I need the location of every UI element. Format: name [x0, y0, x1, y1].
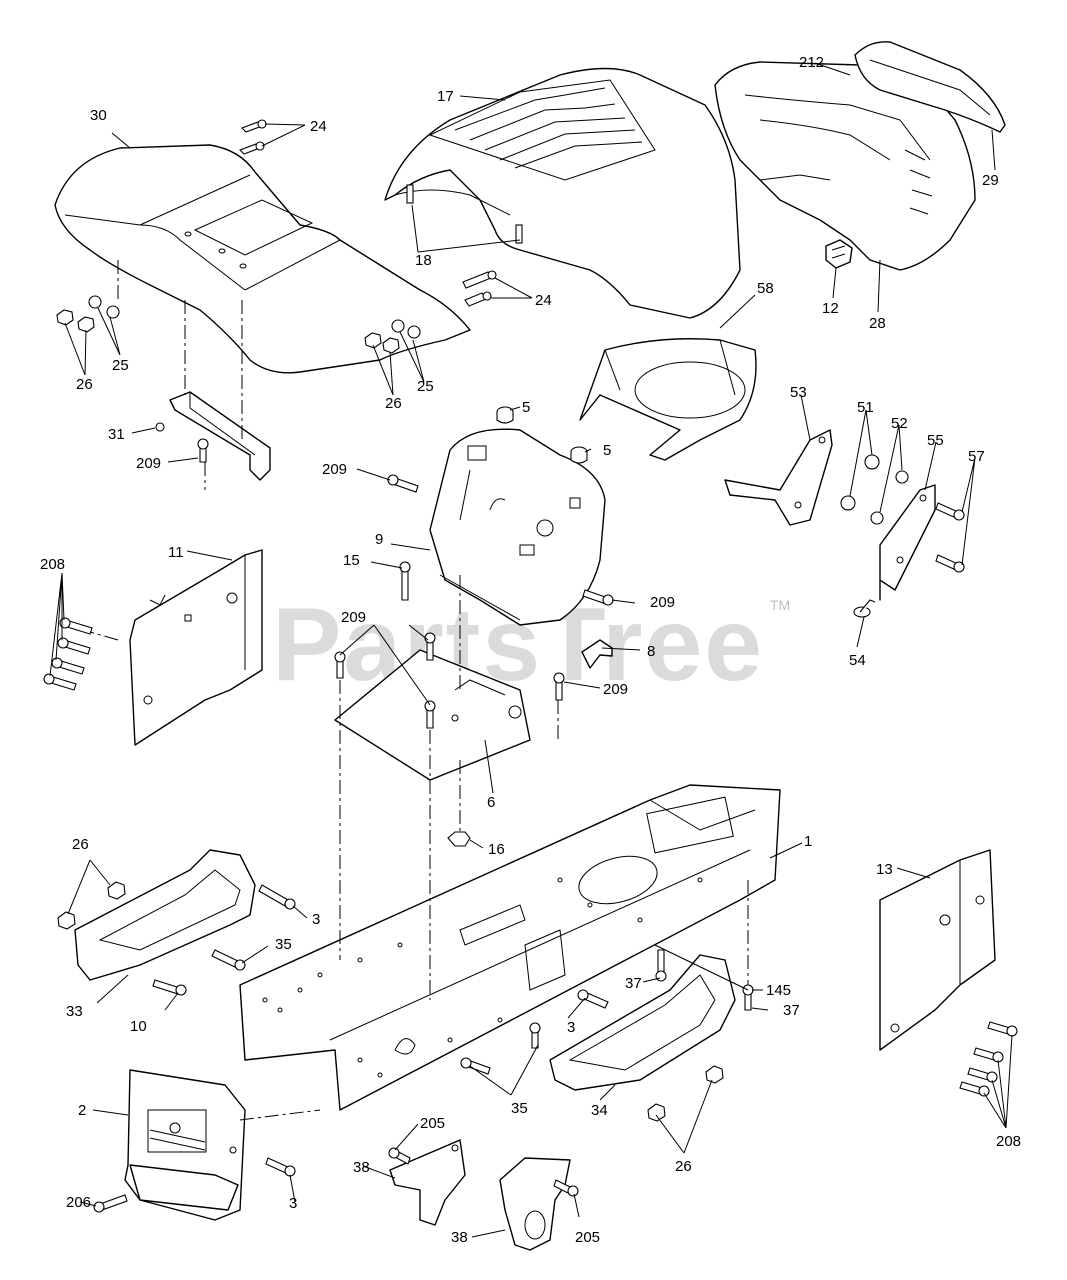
- callout-8[interactable]: 8: [647, 643, 655, 660]
- callout-29[interactable]: 29: [982, 172, 999, 189]
- part-55-plate[interactable]: [879, 484, 936, 601]
- callout-26[interactable]: 26: [76, 376, 93, 393]
- callout-208[interactable]: 208: [996, 1133, 1021, 1150]
- callout-209[interactable]: 209: [322, 461, 347, 478]
- assembly-lines: [89, 260, 749, 1121]
- callout-54[interactable]: 54: [849, 652, 866, 669]
- callout-38[interactable]: 38: [451, 1229, 468, 1246]
- callout-6[interactable]: 6: [487, 794, 495, 811]
- callout-31[interactable]: 31: [108, 426, 125, 443]
- part-38-bracket-b[interactable]: [499, 1157, 571, 1251]
- callout-208[interactable]: 208: [40, 556, 65, 573]
- part-53-bracket[interactable]: [724, 429, 833, 526]
- callout-35[interactable]: 35: [275, 936, 292, 953]
- part-30-fender[interactable]: [54, 144, 471, 374]
- part-12-clip[interactable]: [825, 239, 853, 269]
- callout-1[interactable]: 1: [804, 833, 812, 850]
- callout-3[interactable]: 3: [312, 911, 320, 928]
- callout-205[interactable]: 205: [575, 1229, 600, 1246]
- callout-2[interactable]: 2: [78, 1102, 86, 1119]
- part-9-dash-panel[interactable]: [429, 428, 606, 626]
- part-29-grille[interactable]: [714, 41, 1006, 271]
- frame-hole-pattern: [262, 877, 703, 1078]
- hardware-bolts: [43, 119, 1018, 1213]
- callout-26[interactable]: 26: [385, 395, 402, 412]
- callout-16[interactable]: 16: [488, 841, 505, 858]
- callout-3[interactable]: 3: [289, 1195, 297, 1212]
- callout-17[interactable]: 17: [437, 88, 454, 105]
- callout-25[interactable]: 25: [417, 378, 434, 395]
- callout-18[interactable]: 18: [415, 252, 432, 269]
- callout-10[interactable]: 10: [130, 1018, 147, 1035]
- callout-15[interactable]: 15: [343, 552, 360, 569]
- callout-26[interactable]: 26: [72, 836, 89, 853]
- callout-57[interactable]: 57: [968, 448, 985, 465]
- callout-9[interactable]: 9: [375, 531, 383, 548]
- callout-34[interactable]: 34: [591, 1102, 608, 1119]
- part-5-bushing-b[interactable]: [570, 446, 588, 464]
- callout-13[interactable]: 13: [876, 861, 893, 878]
- callout-5[interactable]: 5: [522, 399, 530, 416]
- part-58-shroud[interactable]: [579, 338, 757, 461]
- callout-24[interactable]: 24: [535, 292, 552, 309]
- watermark-trademark: TM: [770, 597, 790, 613]
- callout-209[interactable]: 209: [650, 594, 675, 611]
- callout-35[interactable]: 35: [511, 1100, 528, 1117]
- callout-38[interactable]: 38: [353, 1159, 370, 1176]
- callout-37[interactable]: 37: [625, 975, 642, 992]
- callout-212[interactable]: 212: [799, 54, 824, 71]
- callout-55[interactable]: 55: [927, 432, 944, 449]
- callout-11[interactable]: 11: [168, 544, 184, 561]
- callout-205[interactable]: 205: [420, 1115, 445, 1132]
- callout-209[interactable]: 209: [341, 609, 366, 626]
- part-11-side-panel[interactable]: [129, 549, 263, 746]
- callout-145[interactable]: 145: [766, 982, 791, 999]
- part-16-nut[interactable]: [447, 831, 471, 847]
- part-8-clip[interactable]: [581, 639, 613, 669]
- callout-28[interactable]: 28: [869, 315, 886, 332]
- callout-labels: 30 24 17 212 29 18 24 12 28 58 25 26 25 …: [40, 54, 1021, 1246]
- callout-24[interactable]: 24: [310, 118, 327, 135]
- part-17-hood[interactable]: [384, 67, 741, 319]
- part-34-footrest[interactable]: [549, 954, 736, 1091]
- callout-51[interactable]: 51: [857, 399, 874, 416]
- callout-26[interactable]: 26: [675, 1158, 692, 1175]
- callout-12[interactable]: 12: [822, 300, 839, 317]
- callout-209[interactable]: 209: [136, 455, 161, 472]
- callout-206[interactable]: 206: [66, 1194, 91, 1211]
- callout-5[interactable]: 5: [603, 442, 611, 459]
- callout-33[interactable]: 33: [66, 1003, 83, 1020]
- callout-37[interactable]: 37: [783, 1002, 800, 1019]
- part-31-bracket[interactable]: [155, 391, 271, 481]
- leader-lines: [49, 62, 1013, 1238]
- callout-209[interactable]: 209: [603, 681, 628, 698]
- part-5-bushing-a[interactable]: [496, 406, 514, 424]
- part-38-bracket-a[interactable]: [389, 1139, 466, 1226]
- part-13-side-panel[interactable]: [879, 849, 996, 1051]
- part-2-front-bracket[interactable]: [124, 1069, 246, 1221]
- callout-53[interactable]: 53: [790, 384, 807, 401]
- callout-30[interactable]: 30: [90, 107, 107, 124]
- callout-25[interactable]: 25: [112, 357, 129, 374]
- callout-52[interactable]: 52: [891, 415, 908, 432]
- part-1-frame[interactable]: [239, 784, 781, 1111]
- callout-58[interactable]: 58: [757, 280, 774, 297]
- callout-3[interactable]: 3: [567, 1019, 575, 1036]
- part-33-footrest[interactable]: [74, 849, 256, 981]
